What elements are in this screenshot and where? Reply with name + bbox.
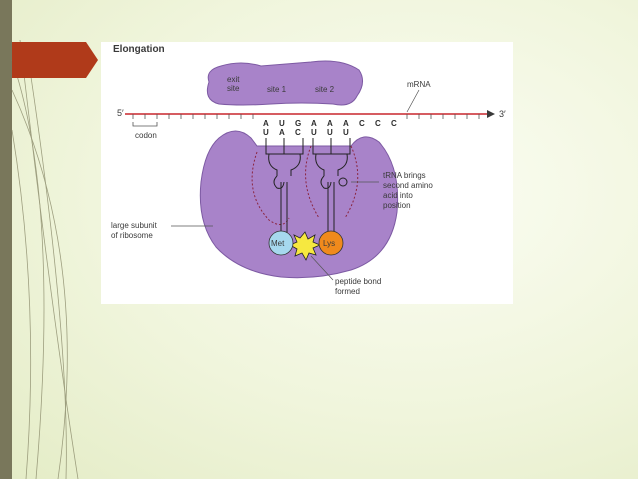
accent-arrow-shape [12, 42, 98, 78]
mrna-base-7: C [359, 119, 365, 128]
trna-met [265, 138, 304, 238]
anticodon-base-3: C [295, 128, 301, 137]
anticodon-base-5: U [327, 128, 333, 137]
peptide-label-2: formed [335, 287, 360, 296]
mrna-leader [406, 89, 420, 113]
mrna-label: mRNA [407, 80, 431, 89]
mrna-arrowhead [487, 110, 495, 118]
codon-label: codon [135, 131, 157, 140]
mrna-base-3: G [295, 119, 301, 128]
lys-amino-acid [318, 230, 344, 256]
site2-label: site 2 [315, 85, 335, 94]
trna-label-2: second amino [383, 181, 433, 190]
mrna-base-2: U [279, 119, 285, 128]
elongation-figure: Elongation 5′ 3′ codon exit site site 1 [101, 42, 513, 304]
site1-label: site 1 [267, 85, 287, 94]
mrna-base-1: A [263, 119, 269, 128]
trna-label-4: position [383, 201, 411, 210]
figure-title: Elongation [113, 44, 165, 55]
large-subunit-label-1: large subunit [111, 221, 158, 230]
site-pocket-left [251, 151, 290, 225]
mrna-base-5: A [327, 119, 333, 128]
anticodon-base-2: A [279, 128, 285, 137]
five-prime-label: 5′ [117, 108, 124, 118]
mrna-base-6: A [343, 119, 349, 128]
trna-lys [312, 138, 351, 238]
small-subunit [206, 60, 363, 106]
anticodon-base-4: U [311, 128, 317, 137]
site-pocket-mid [305, 145, 320, 219]
met-amino-acid [268, 230, 294, 256]
mrna-base-9: C [391, 119, 397, 128]
anticodon-base-1: U [263, 128, 269, 137]
slide-sidebar [0, 0, 12, 479]
mrna-base-8: C [375, 119, 381, 128]
peptide-leader [310, 255, 334, 281]
anticodon-base-6: U [343, 128, 349, 137]
exit-site-label-1: exit [227, 75, 240, 84]
met-label: Met [271, 239, 285, 248]
mrna-base-4: A [311, 119, 317, 128]
large-subunit [199, 130, 399, 279]
ribosome-diagram: Elongation 5′ 3′ codon exit site site 1 [111, 44, 506, 296]
trna-label-1: tRNA brings [383, 171, 426, 180]
mrna-ticks [132, 114, 480, 119]
trna-label-3: acid into [383, 191, 413, 200]
codon-bracket [132, 122, 158, 127]
large-subunit-label-2: of ribosome [111, 231, 153, 240]
three-prime-label: 3′ [499, 109, 506, 119]
peptide-label-1: peptide bond [335, 277, 381, 286]
exit-site-label-2: site [227, 84, 240, 93]
lys-label: Lys [323, 239, 335, 248]
